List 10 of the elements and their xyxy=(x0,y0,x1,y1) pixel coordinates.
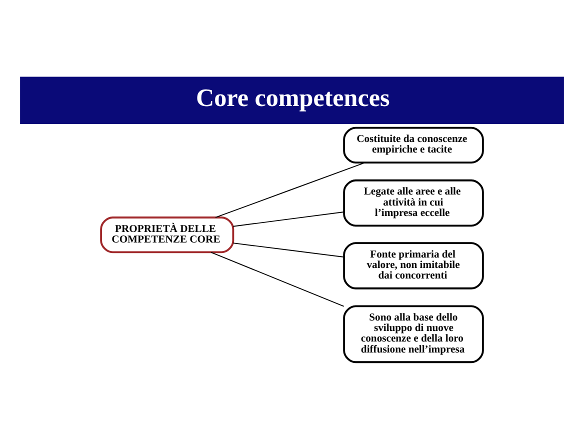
node-box: Fonte primaria del valore, non imitabile dai concorrenti xyxy=(343,242,484,290)
node-box: Costituite da conoscenze empiriche e tacite xyxy=(343,126,484,164)
diagram-title: Core competences xyxy=(196,84,390,112)
node-box: PROPRIETÀ DELLE COMPETENZE CORE xyxy=(100,216,234,254)
connector xyxy=(232,242,344,258)
connector xyxy=(210,252,344,307)
connector xyxy=(232,212,344,227)
node-box: Sono alla base dello sviluppo di nuove conoscenze e della loro diffusione nell’impresa xyxy=(343,305,484,364)
connector xyxy=(215,162,366,218)
node-box: Legate alle aree e alle attività in cui l’impresa eccelle xyxy=(343,179,484,227)
